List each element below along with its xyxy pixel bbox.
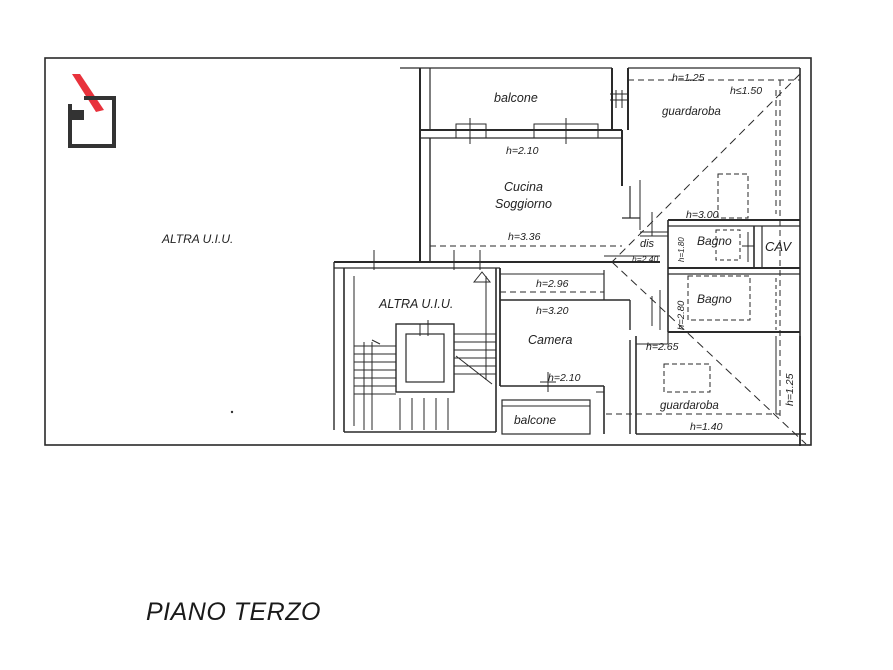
height-h320: h=3.20 [536, 305, 569, 317]
plan-frame [44, 57, 812, 446]
height-h300: h=3.00 [686, 209, 719, 221]
label-guardaroba-top: guardaroba [662, 106, 721, 118]
balcone-top [400, 67, 622, 262]
label-balcone-bottom: balcone [514, 413, 556, 427]
label-dis: dis [640, 238, 655, 250]
label-balcone-top: balcone [494, 91, 538, 105]
height-h240: h=2.40 [632, 254, 659, 264]
height-h180: h=1.80 [677, 237, 686, 262]
cucina-soggiorno [429, 130, 640, 262]
label-cucina: Cucina [504, 180, 543, 194]
floor-title: PIANO TERZO [146, 598, 321, 626]
plan-dot [230, 410, 234, 414]
height-h150: h≤1.50 [730, 85, 762, 97]
height-h140: h=1.40 [690, 421, 723, 433]
label-altra-uiu-left: ALTRA U.I.U. [161, 232, 233, 246]
mid-wall [333, 250, 660, 430]
height-h210-bottom: h=2.10 [548, 372, 581, 384]
label-altra-uiu-stairs: ALTRA U.I.U. [378, 297, 453, 311]
height-h336: h=3.36 [508, 231, 541, 243]
label-bagno-2: Bagno [697, 292, 732, 306]
label-soggiorno: Soggiorno [495, 197, 552, 211]
height-h125-top: h=1.25 [672, 72, 705, 84]
height-h296: h=2.96 [536, 278, 569, 290]
bathrooms-block [667, 219, 800, 333]
height-h125-right: h=1.25 [784, 373, 796, 406]
height-h210-top: h=2.10 [506, 145, 539, 157]
balcone-bottom [501, 399, 591, 435]
stairwell [343, 268, 497, 433]
height-h265: h=2.65 [646, 341, 679, 353]
guardaroba-bottom [606, 231, 806, 446]
camera-room [499, 268, 631, 434]
label-bagno-1: Bagno [697, 234, 732, 248]
company-logo [68, 74, 116, 148]
label-camera: Camera [528, 333, 573, 347]
label-cav: CAV [765, 239, 792, 254]
guardaroba-top [610, 67, 807, 446]
height-h280: h=2.80 [676, 300, 687, 330]
label-guardaroba-bottom: guardaroba [660, 400, 719, 412]
